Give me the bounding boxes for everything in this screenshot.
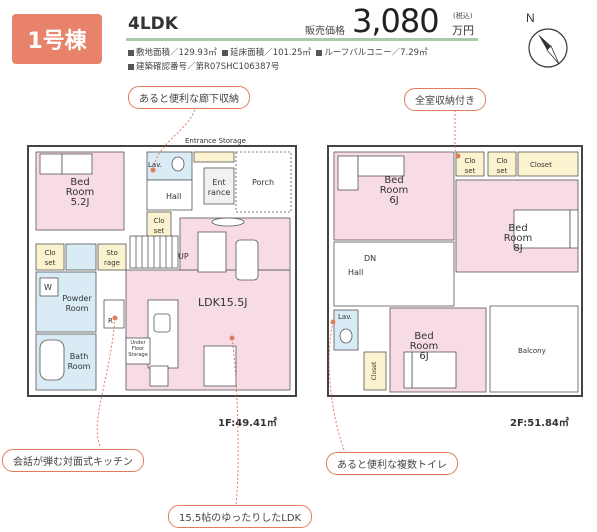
callout-corridor-storage: あると便利な廊下収納 (128, 86, 250, 109)
spec-list: 敷地面積／129.93㎡ 延床面積／101.25㎡ ルーフバルコニー／7.29㎡… (128, 46, 428, 74)
f1-label-lav: Lav. (148, 161, 163, 169)
spec-line-1: 敷地面積／129.93㎡ 延床面積／101.25㎡ ルーフバルコニー／7.29㎡ (128, 46, 428, 60)
price-label: 販売価格 (305, 26, 345, 37)
floor1-closet-left (35, 243, 65, 271)
f2-area: 2F:51.84㎡ (510, 418, 569, 429)
tax-note: (税込) (453, 12, 473, 20)
building-badge: 1号棟 (12, 14, 102, 64)
f1-label-r: R (108, 317, 113, 325)
f2-label-closet-c: Closet (530, 161, 552, 169)
f1-label-ldk: LDK15.5J (198, 296, 248, 309)
f2-label-bedroom-8j: Bed Room 8J (503, 223, 533, 254)
callout-full-storage: 全室収納付き (404, 88, 486, 111)
f2-label-closet-a: Clo set (464, 157, 476, 175)
floor1-entrance-storage (193, 151, 235, 163)
floor1-storage (97, 243, 127, 271)
floor1-lav (146, 151, 193, 181)
floor1-porch (235, 151, 292, 213)
f1-label-bedroom: Bed Room 5.2J (65, 177, 95, 208)
spec-roof-balcony: ルーフバルコニー／7.29㎡ (324, 48, 428, 58)
f1-label-entrance: Ent rance (207, 178, 231, 197)
f2-label-hall: Hall (348, 268, 364, 277)
floor2-closet-c (517, 151, 579, 177)
floor2-closet-b (487, 151, 517, 177)
spec-permit-number: 建築確認番号／第R07SHC106387号 (136, 62, 280, 72)
header-rule (126, 38, 478, 41)
f1-label-w: W (44, 283, 52, 292)
floor1-entrance (203, 167, 235, 205)
f1-area: 1F:49.41㎡ (218, 418, 277, 429)
spec-floor-area: 延床面積／101.25㎡ (230, 48, 311, 58)
f1-label-hall: Hall (166, 192, 182, 201)
floor1-kitchen-counter (147, 299, 179, 369)
compass-letter: N (526, 11, 535, 25)
f2-label-bedroom-bottom: Bed Room 6J (409, 331, 439, 362)
f1-label-closet-bed: Clo set (153, 217, 165, 235)
f1-label-closet-left: Clo set (44, 249, 56, 267)
floor2-closet-d (363, 351, 387, 391)
callout-ldk: 15.5帖のゆったりしたLDK (168, 505, 313, 528)
f2-label-lav: Lav. (338, 313, 353, 321)
spec-line-2: 建築確認番号／第R07SHC106387号 (128, 60, 428, 74)
f1-label-under-floor: Under Floor Storage (128, 340, 148, 358)
f2-label-closet-b: Clo set (496, 157, 508, 175)
f2-label-closet-d: Closet (371, 361, 378, 381)
f1-label-storage: Sto rage (104, 249, 120, 267)
f1-label-powder: Powder Room (62, 294, 92, 313)
f1-label-up: UP (178, 252, 189, 261)
floor1-closet-bed (146, 211, 172, 239)
spec-site-area: 敷地面積／129.93㎡ (136, 48, 217, 58)
f2-label-balcony: Balcony (518, 347, 546, 355)
f2-label-bedroom-top: Bed Room 6J (379, 175, 409, 206)
floor2-balcony (489, 305, 579, 393)
price-unit: 万円 (452, 24, 474, 37)
callout-toilet: あると便利な複数トイレ (326, 452, 458, 475)
floor1-dining-table (203, 345, 237, 387)
floor2-closet-a (455, 151, 485, 177)
callout-kitchen: 会話が弾む対面式キッチン (2, 449, 144, 472)
f1-label-bath: Bath Room (67, 352, 91, 371)
price-value: 3,080 (352, 2, 440, 40)
f2-label-dn: DN (364, 254, 377, 263)
layout-type: 4LDK (128, 14, 178, 34)
f1-label-entrance-storage: Entrance Storage (185, 137, 246, 145)
floor1-stairs (129, 235, 179, 269)
f1-label-porch: Porch (252, 178, 275, 187)
compass-icon: N (526, 11, 568, 68)
